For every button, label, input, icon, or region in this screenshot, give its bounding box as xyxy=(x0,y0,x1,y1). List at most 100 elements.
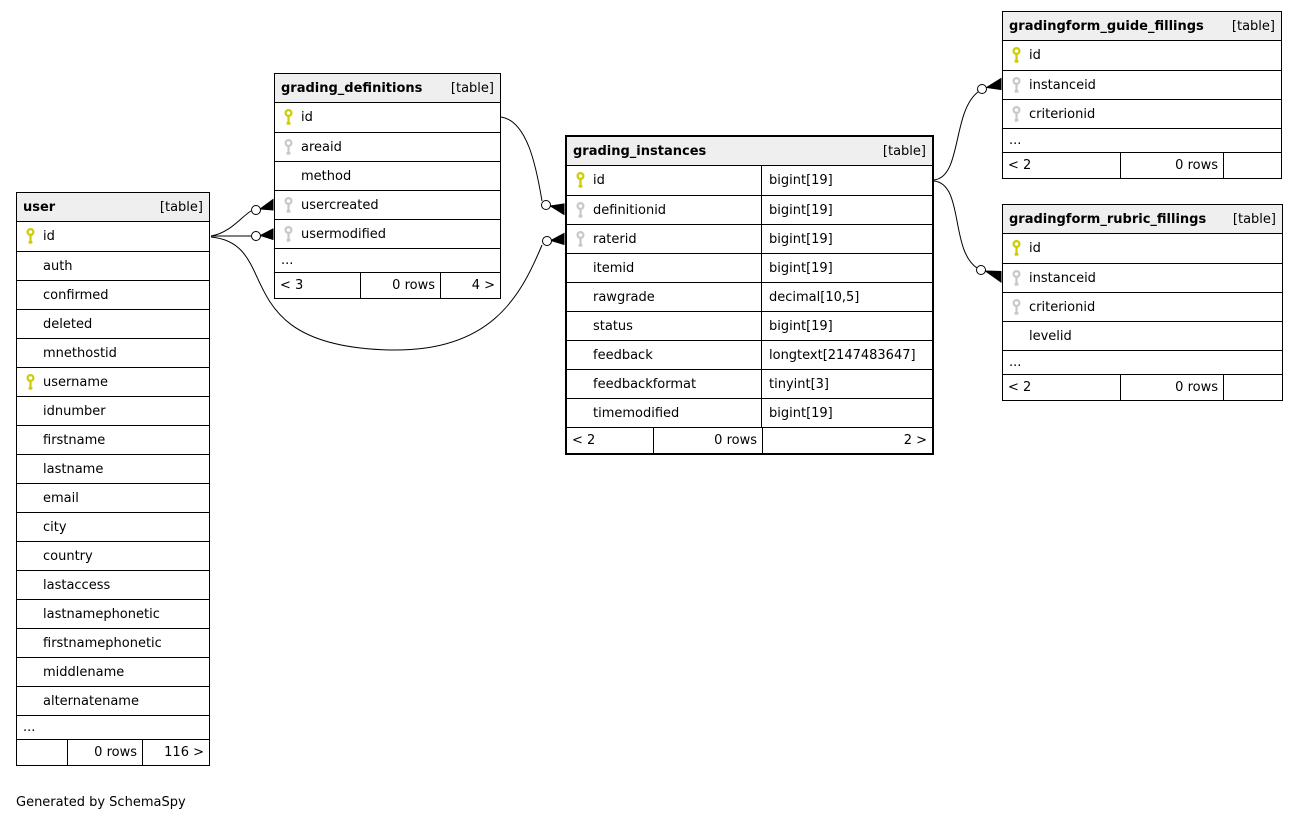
column-row-firstnamephonetic[interactable]: firstnamephonetic xyxy=(17,628,209,657)
column-row-middlename[interactable]: middlename xyxy=(17,657,209,686)
column-name: id xyxy=(301,110,313,125)
table-grading-definitions-columns: id areaid method usercreated usermodified xyxy=(275,103,500,248)
column-row-lastname[interactable]: lastname xyxy=(17,454,209,483)
column-row-areaid[interactable]: areaid xyxy=(275,132,500,161)
table-name: user xyxy=(23,199,56,215)
edge-grading_definitions-id-to-grading_instances-definitionid xyxy=(500,116,543,202)
column-row-levelid[interactable]: levelid xyxy=(1003,321,1282,350)
crowfoot-usercreated xyxy=(258,198,274,211)
column-name: id xyxy=(43,229,55,244)
column-type: bigint[19] xyxy=(769,202,833,218)
column-row-definitionid[interactable]: definitionid bigint[19] xyxy=(567,195,932,224)
paginate-next[interactable]: 4 > xyxy=(440,273,500,298)
crowfoot-rubric-instanceid xyxy=(983,270,1002,283)
foreign-key-icon xyxy=(576,202,585,218)
column-row-criterionid[interactable]: criterionid xyxy=(1003,292,1282,321)
column-row-mnethostid[interactable]: mnethostid xyxy=(17,338,209,367)
paginate-prev[interactable]: < 2 xyxy=(572,433,596,448)
column-name: firstname xyxy=(43,432,106,448)
column-name: usermodified xyxy=(301,226,387,242)
column-row-method[interactable]: method xyxy=(275,161,500,190)
table-grading-instances-header[interactable]: grading_instances [table] xyxy=(567,137,932,166)
column-row-usermodified[interactable]: usermodified xyxy=(275,219,500,248)
row-count: 0 rows xyxy=(653,428,762,453)
column-type: bigint[19] xyxy=(769,231,833,247)
column-row-usercreated[interactable]: usercreated xyxy=(275,190,500,219)
column-row-deleted[interactable]: deleted xyxy=(17,309,209,338)
column-row-id[interactable]: id xyxy=(1003,234,1282,263)
column-type: decimal[10,5] xyxy=(769,289,860,305)
foreign-key-icon xyxy=(576,231,585,247)
table-name: gradingform_guide_fillings xyxy=(1009,18,1204,34)
row-count: 0 rows xyxy=(1120,375,1223,400)
column-row-instanceid[interactable]: instanceid xyxy=(1003,263,1282,292)
crowfoot-usermodified xyxy=(259,228,274,241)
paginate-prev[interactable]: < 2 xyxy=(1008,158,1032,173)
column-row-email[interactable]: email xyxy=(17,483,209,512)
column-name: lastnamephonetic xyxy=(43,606,160,622)
column-name: rawgrade xyxy=(593,289,655,305)
column-row-alternatename[interactable]: alternatename xyxy=(17,686,209,715)
table-name: gradingform_rubric_fillings xyxy=(1009,211,1207,227)
column-name: feedbackformat xyxy=(593,376,697,392)
column-name: status xyxy=(593,318,633,334)
column-name: criterionid xyxy=(1029,106,1096,122)
column-name: levelid xyxy=(1029,328,1072,344)
column-row-city[interactable]: city xyxy=(17,512,209,541)
column-name: method xyxy=(301,168,352,184)
column-row-lastnamephonetic[interactable]: lastnamephonetic xyxy=(17,599,209,628)
column-type: bigint[19] xyxy=(769,405,833,421)
table-gradingform-guide-fillings-header[interactable]: gradingform_guide_fillings [table] xyxy=(1003,12,1281,41)
table-grading-definitions: grading_definitions [table] id areaid meth… xyxy=(274,73,501,299)
foreign-key-icon xyxy=(284,139,293,155)
column-row-id[interactable]: id xyxy=(17,222,209,251)
zero-circle-guide-instanceid xyxy=(977,84,987,94)
column-name: id xyxy=(593,173,605,188)
paginate-next[interactable]: 2 > xyxy=(762,428,932,453)
paginate-prev[interactable]: < 2 xyxy=(1008,380,1032,395)
table-user-footer: 0 rows 116 > xyxy=(17,739,209,765)
column-row-lastaccess[interactable]: lastaccess xyxy=(17,570,209,599)
column-row-username[interactable]: username xyxy=(17,367,209,396)
crowfoot-guide-instanceid xyxy=(985,77,1002,91)
column-row-instanceid[interactable]: instanceid xyxy=(1003,70,1281,99)
column-name: definitionid xyxy=(593,202,667,218)
column-name: itemid xyxy=(593,260,635,276)
paginate-prev[interactable]: < 3 xyxy=(280,278,304,293)
paginate-prev xyxy=(17,740,67,765)
table-gradingform-rubric-fillings-header[interactable]: gradingform_rubric_fillings [table] xyxy=(1003,205,1282,234)
more-columns-row: ... xyxy=(17,715,209,739)
column-row-idnumber[interactable]: idnumber xyxy=(17,396,209,425)
column-row-auth[interactable]: auth xyxy=(17,251,209,280)
column-row-country[interactable]: country xyxy=(17,541,209,570)
paginate-next xyxy=(1223,153,1281,178)
foreign-key-icon xyxy=(1012,299,1021,315)
column-row-criterionid[interactable]: criterionid xyxy=(1003,99,1281,128)
column-type: bigint[19] xyxy=(769,260,833,276)
more-columns-row: ... xyxy=(1003,350,1282,374)
column-row-id[interactable]: id xyxy=(275,103,500,132)
column-row-firstname[interactable]: firstname xyxy=(17,425,209,454)
primary-key-icon xyxy=(1012,47,1021,63)
column-row-id[interactable]: id xyxy=(1003,41,1281,70)
column-row-confirmed[interactable]: confirmed xyxy=(17,280,209,309)
column-row-rawgrade[interactable]: rawgrade decimal[10,5] xyxy=(567,282,932,311)
table-user-header[interactable]: user [table] xyxy=(17,193,209,222)
column-name: email xyxy=(43,490,79,506)
column-row-itemid[interactable]: itemid bigint[19] xyxy=(567,253,932,282)
paginate-next[interactable]: 116 > xyxy=(142,740,209,765)
column-name: idnumber xyxy=(43,403,106,419)
column-name: middlename xyxy=(43,664,125,680)
table-grading-definitions-header[interactable]: grading_definitions [table] xyxy=(275,74,500,103)
table-tag: [table] xyxy=(159,199,203,215)
